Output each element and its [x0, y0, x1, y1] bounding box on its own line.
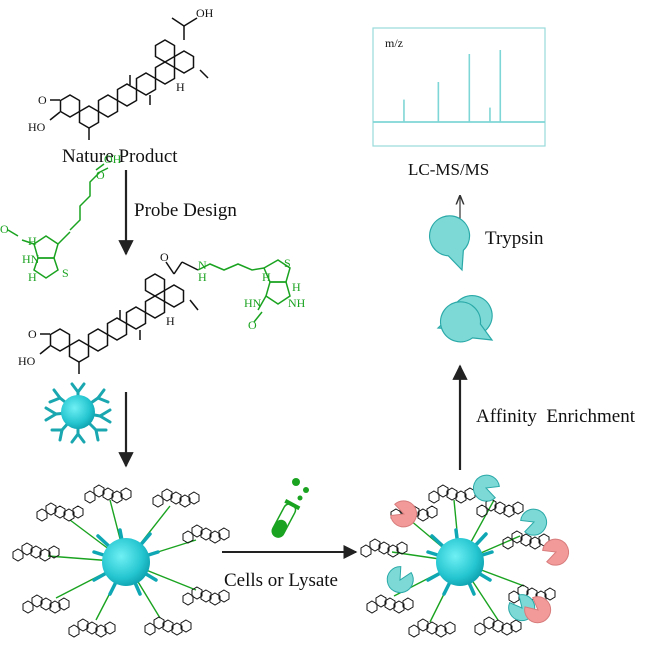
- probe-design-label: Probe Design: [134, 200, 237, 221]
- trypsin-label: Trypsin: [485, 228, 544, 249]
- atom-label-probe-hn: HN: [244, 296, 262, 310]
- affinity-enrichment-label: Affinity Enrichment: [476, 406, 636, 427]
- atom-label-hydroxyl: HO: [28, 120, 46, 134]
- atom-label-h: H: [176, 80, 185, 94]
- atom-label-amide-h: H: [198, 270, 207, 284]
- probe-loaded-bead: [12, 484, 230, 638]
- spectrum-peaks: [403, 50, 502, 122]
- atom-label-probe-h2: H: [292, 280, 301, 294]
- atom-label-probe-h: H: [166, 314, 175, 328]
- free-biotin-structure: [7, 163, 109, 279]
- atom-label-amide-o: O: [160, 250, 169, 264]
- atom-label-probe-urea-o: O: [248, 318, 257, 332]
- atom-label-amide-n: N: [198, 258, 207, 272]
- nature-product-label: Nature Product: [62, 146, 178, 167]
- atom-label-biotin-urea-o: O: [0, 222, 9, 236]
- spectrum-axis-label: m/z: [385, 36, 403, 50]
- test-tube-icon: [271, 478, 309, 538]
- atom-label-biotin-hn: HN: [22, 252, 40, 266]
- atom-label-biotin-acid-o: O: [96, 168, 105, 182]
- mass-spectrum-panel: [372, 27, 546, 147]
- atom-label-biotin-h1: H: [28, 234, 37, 248]
- probe-structure: [39, 259, 291, 374]
- atom-label-probe-hydroxyl: HO: [18, 354, 36, 368]
- atom-label-biotin-h2: H: [28, 270, 37, 284]
- atom-label-probe-h1: H: [262, 270, 271, 284]
- atom-label-ketone: O: [38, 93, 47, 107]
- streptavidin-bead-small: [44, 382, 112, 444]
- enriched-bead: [360, 470, 573, 638]
- nature-product-structure: [49, 17, 209, 140]
- atom-label-probe-nh: NH: [288, 296, 306, 310]
- atom-label-probe-ketone: O: [28, 327, 37, 341]
- atom-label-biotin-s: S: [62, 266, 69, 280]
- atom-label-probe-s: S: [284, 256, 291, 270]
- atom-label-biotin-oh: OH: [104, 152, 122, 166]
- lcmsms-label: LC-MS/MS: [408, 160, 490, 179]
- isolated-proteins: [429, 215, 494, 343]
- cells-or-lysate-label: Cells or Lysate: [224, 570, 338, 591]
- atom-label-carboxyl: OH: [196, 6, 214, 20]
